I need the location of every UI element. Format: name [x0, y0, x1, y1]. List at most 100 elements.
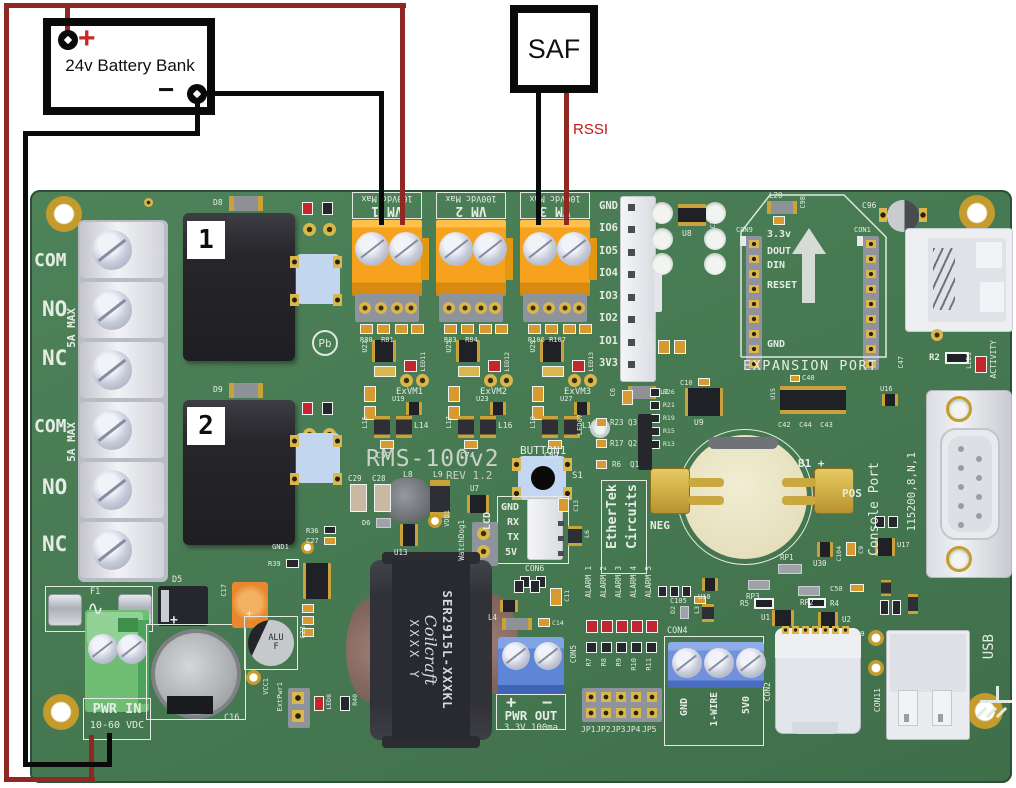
resistor-pack-rp3 — [748, 580, 770, 590]
r19-label: R19 — [663, 414, 675, 422]
pin — [527, 302, 539, 314]
usb-slot — [904, 714, 909, 722]
pin — [292, 710, 304, 722]
pad — [568, 374, 581, 387]
vm2-lb-label: L16 — [498, 421, 513, 430]
inductor-l9 — [430, 480, 450, 518]
expansion-module-outline — [740, 194, 887, 358]
pcb-board: COM NO NC COM NO NC 5A MAX 5A MAX 1 2 D8… — [30, 190, 1013, 783]
c11-label: C11 — [563, 590, 571, 602]
con3-pin — [628, 249, 635, 256]
wire-negative-bottom-run — [23, 762, 112, 767]
vm3-led — [572, 360, 585, 372]
pin — [477, 527, 490, 540]
u15-chip — [780, 386, 846, 414]
pin — [866, 345, 876, 353]
db9-inner — [948, 436, 992, 532]
contact-label-no2: NO — [42, 475, 68, 499]
lcd-pin-5v: 5V — [505, 547, 518, 558]
capacitor-c27 — [324, 537, 336, 545]
alarm-resistor — [616, 642, 627, 653]
pin — [443, 302, 455, 314]
vm1-screw-a — [355, 232, 389, 266]
jumper-pin — [616, 708, 626, 718]
wire-negative-left-run — [23, 131, 200, 136]
vm2-side-tab — [505, 238, 513, 280]
alarm-led — [631, 620, 643, 633]
resistor-r2 — [945, 352, 969, 364]
terminal-screw — [92, 230, 132, 270]
capacitor — [790, 375, 800, 382]
pin — [405, 302, 417, 314]
relay-2-number: 2 — [187, 407, 225, 445]
pin — [782, 626, 789, 634]
inductor-l2 — [628, 386, 656, 399]
pin — [475, 302, 487, 314]
led1-label: LED1 — [965, 352, 973, 369]
pad — [484, 374, 497, 387]
wire-negative-down-stub — [195, 95, 200, 135]
button-actuator — [531, 466, 555, 490]
vm1-name: VM 1 — [371, 203, 403, 218]
vm2-la-label: L17 — [445, 416, 453, 429]
jumper-pad — [323, 223, 336, 236]
pad — [512, 487, 521, 500]
u16-chip — [882, 394, 898, 406]
alarm-led — [601, 620, 613, 633]
resistor — [579, 324, 592, 334]
con3-pin — [628, 271, 635, 278]
pad — [290, 473, 299, 485]
l4-label: L4 — [488, 613, 498, 622]
vm1-screw-b — [389, 232, 423, 266]
r36-label: R36 — [306, 527, 319, 535]
resistor — [377, 324, 390, 334]
q3-label: R23 Q3 — [610, 418, 638, 427]
con11-label: CON11 — [873, 688, 882, 713]
vm3-silk-text: VM 3 100Vdc Max — [520, 193, 590, 218]
capacitor-alu: ALU F — [248, 620, 294, 666]
r13-label: R13 — [663, 440, 675, 448]
alarm-led — [646, 620, 658, 633]
jumper-pad — [303, 223, 316, 236]
resistor — [888, 516, 898, 528]
pin — [866, 300, 876, 308]
con9-pin-reset: RESET — [767, 280, 798, 291]
led-indicator — [302, 202, 313, 215]
pwr-out-title: PWR OUT — [504, 708, 558, 723]
con3-pin — [628, 204, 635, 211]
relay-1-number: 1 — [187, 221, 225, 259]
vdd1-via — [428, 514, 442, 528]
db9-pin — [958, 503, 964, 509]
con9-pin1-mark — [740, 236, 746, 246]
pin — [822, 626, 829, 634]
capacitor — [302, 616, 314, 625]
expansion-port-title: EXPANSION PORT — [743, 358, 878, 374]
capacitor-c13 — [558, 498, 569, 512]
diode-d6 — [376, 518, 391, 528]
db9-pin — [958, 522, 964, 528]
relay-terminal-block — [78, 220, 168, 582]
con9-pin-dout: DOUT — [767, 246, 792, 257]
u15-label: U15 — [769, 388, 777, 400]
vm1-silk-box — [352, 192, 422, 219]
con9-label: CON9 — [736, 226, 753, 234]
u9-chip — [685, 388, 723, 416]
activity-led — [975, 356, 987, 373]
con4-screw — [704, 648, 734, 678]
ground-symbol — [975, 684, 1016, 724]
c10-label: C10 — [680, 379, 693, 387]
pin — [559, 302, 571, 314]
pin — [292, 692, 304, 704]
resistor — [360, 324, 373, 334]
pin — [749, 330, 759, 338]
io-pin-io2: IO2 — [599, 312, 618, 324]
alarm-resistor — [586, 642, 597, 653]
vm2-silk-text: VM 2 100Vdc Max — [436, 193, 506, 218]
pin — [359, 302, 371, 314]
pin — [459, 302, 471, 314]
resistor-r5 — [754, 598, 774, 609]
con6-label: CON6 — [525, 564, 545, 573]
r5-label: R5 — [740, 599, 750, 608]
usb-slot — [938, 714, 943, 722]
jumper-pin — [631, 692, 641, 702]
